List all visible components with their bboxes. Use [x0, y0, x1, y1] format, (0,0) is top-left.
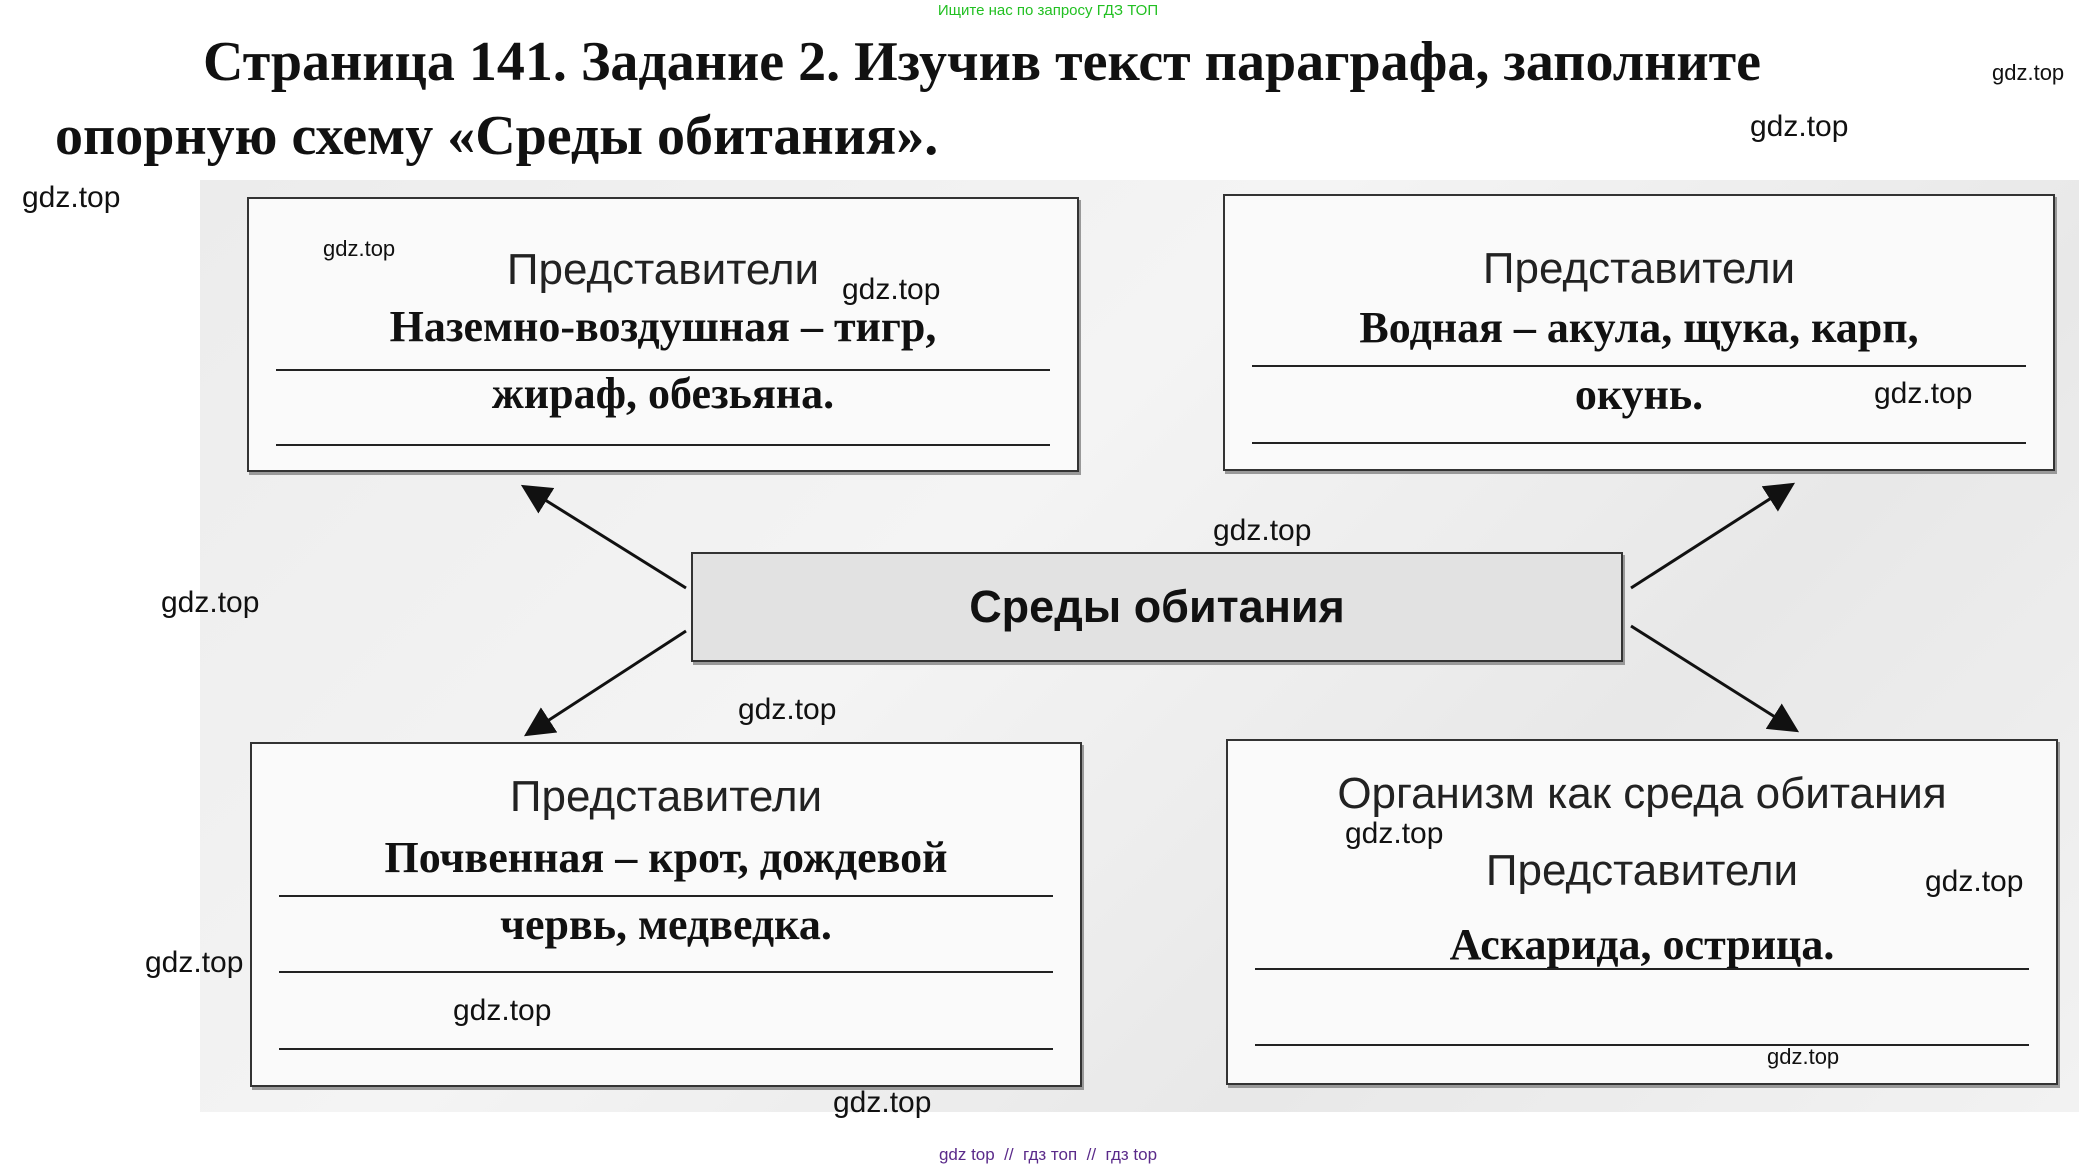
watermark: gdz.top: [1992, 60, 2065, 85]
box-land-air: Представители Наземно-воздушная – тигр, …: [247, 197, 1079, 472]
answer-line: окунь.: [1574, 370, 1704, 419]
answer-line: червь, медведка.: [500, 900, 832, 949]
underline: [276, 444, 1050, 446]
arrow-top-left: [520, 484, 687, 590]
footer-links: gdz top // гдз топ // гдз top: [938, 1145, 1158, 1164]
watermark: gdz.top: [161, 586, 260, 619]
arrow-bottom-right: [1630, 624, 1800, 733]
answer-line: Почвенная – крот, дождевой: [384, 833, 948, 882]
watermark: gdz.top: [453, 994, 552, 1027]
watermark: gdz.top: [1750, 110, 1849, 143]
watermark: gdz.top: [145, 946, 244, 979]
center-node: Среды обитания: [691, 552, 1623, 662]
watermark: gdz.top: [1767, 1044, 1840, 1069]
box-header: Представители: [1482, 244, 1796, 293]
watermark: gdz.top: [1925, 865, 2024, 898]
underline: [1252, 365, 2026, 367]
underline: [279, 895, 1053, 897]
watermark: gdz.top: [842, 273, 941, 306]
watermark: gdz.top: [1213, 514, 1312, 547]
arrow-top-right: [1630, 482, 1796, 590]
box-title: Организм как среда обитания: [1337, 769, 1947, 818]
underline: [279, 1048, 1053, 1050]
answer-line: Водная – акула, щука, карп,: [1359, 303, 1919, 352]
watermark: gdz.top: [323, 236, 396, 261]
box-water: Представители Водная – акула, щука, карп…: [1223, 194, 2055, 471]
task-title-line2: опорную схему «Среды обитания».: [55, 105, 939, 167]
box-header: Представители: [1485, 846, 1799, 895]
center-label: Среды обитания: [969, 581, 1345, 632]
underline: [279, 971, 1053, 973]
underline: [1255, 968, 2029, 970]
box-soil: Представители Почвенная – крот, дождевой…: [250, 742, 1082, 1087]
answer-line: Аскарида, острица.: [1449, 920, 1835, 969]
box-header: Представители: [509, 772, 823, 821]
watermark: gdz.top: [1345, 817, 1444, 850]
search-hint: Ищите нас по запросу ГДЗ ТОП: [937, 2, 1159, 19]
answer-line: Наземно-воздушная – тигр,: [389, 302, 937, 351]
task-title-line1: Страница 141. Задание 2. Изучив текст па…: [203, 31, 1762, 93]
watermark: gdz.top: [22, 181, 121, 214]
box-header: Представители: [506, 245, 820, 294]
watermark: gdz.top: [1874, 377, 1973, 410]
arrow-bottom-left: [523, 629, 687, 737]
watermark: gdz.top: [738, 693, 837, 726]
answer-line: жираф, обезьяна.: [491, 369, 835, 418]
underline: [276, 369, 1050, 371]
underline: [1255, 1044, 2029, 1046]
underline: [1252, 442, 2026, 444]
watermark: gdz.top: [833, 1086, 932, 1119]
box-organism: Организм как среда обитания Представител…: [1226, 739, 2058, 1085]
